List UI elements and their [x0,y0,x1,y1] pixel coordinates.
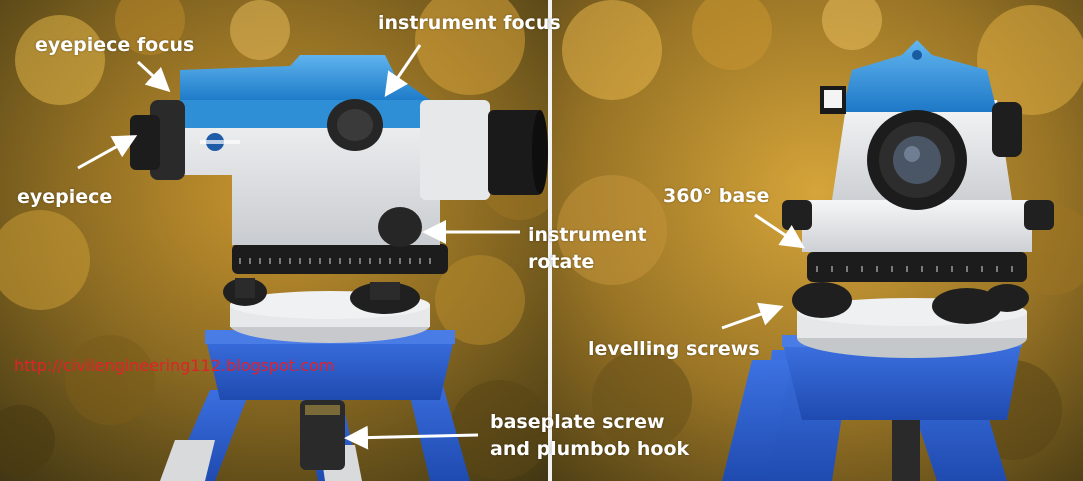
arrow-eyepiece-focus [136,60,171,93]
arrow-levelling-screws [721,302,784,330]
label-baseplate-line2: and plumbob hook [490,438,690,460]
arrow-instrument-focus [384,44,422,97]
label-instrument-focus: instrument focus [378,12,561,34]
label-eyepiece-focus: eyepiece focus [35,34,195,56]
label-instrument-rotate-line1: instrument [528,224,647,246]
arrow-360-base [754,213,805,249]
right-photo [552,0,1083,481]
label-levelling-screws: levelling screws [588,338,760,360]
watermark-url: http://civilengineering112.blogspot.com [14,356,335,375]
front-view-instrument-image [552,0,1083,481]
arrow-eyepiece [77,135,138,170]
label-baseplate-line1: baseplate screw [490,411,665,433]
label-eyepiece: eyepiece [17,186,113,208]
arrow-baseplate-screw [344,425,479,450]
side-view-instrument-image [0,0,548,481]
panel-divider [548,0,552,481]
left-photo [0,0,548,481]
label-instrument-rotate-line2: rotate [528,251,595,273]
label-360-base: 360° base [663,185,770,207]
